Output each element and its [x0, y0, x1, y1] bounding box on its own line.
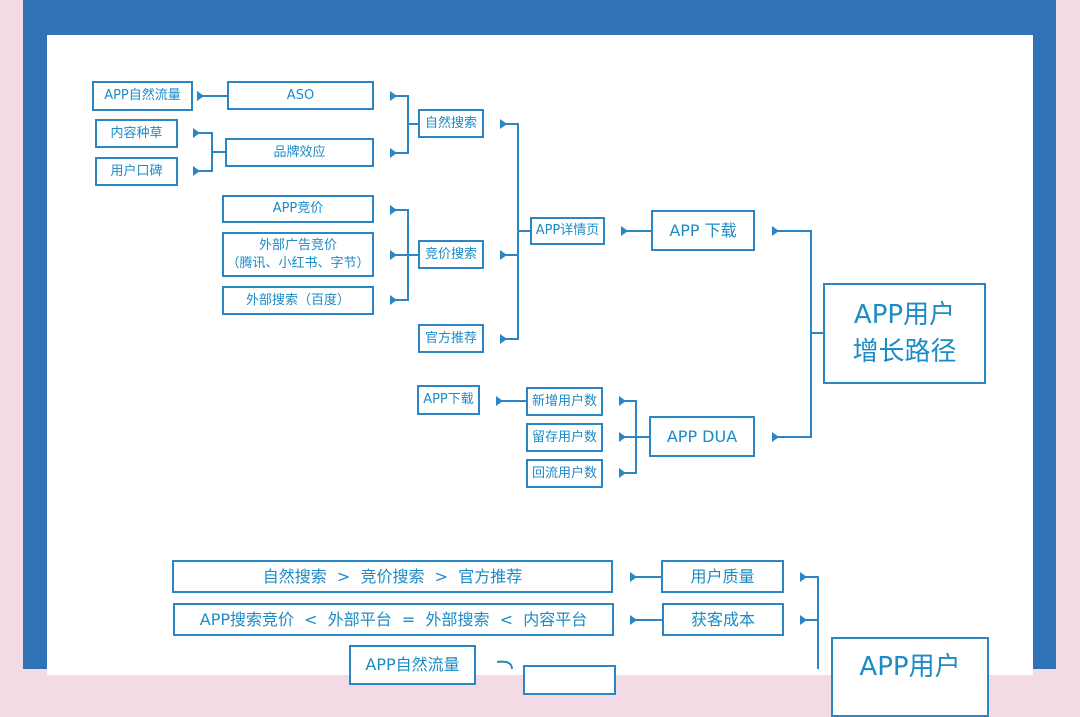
arrow-icon	[800, 572, 807, 582]
arrow-icon	[630, 572, 637, 582]
node-user-quality: 用户质量	[661, 560, 784, 593]
arrow-icon	[500, 250, 507, 260]
curved-connector	[496, 660, 513, 669]
node-quality-ranking: 自然搜索 > 竞价搜索 > 官方推荐	[172, 560, 613, 593]
arrow-icon	[619, 396, 626, 406]
bracket-connector	[500, 123, 530, 340]
node-app-download-small: APP下载	[417, 385, 480, 415]
arrow-icon	[630, 615, 637, 625]
node-bid-search: 竞价搜索	[418, 240, 484, 269]
node-partial	[523, 665, 616, 695]
node-note: （腾讯、小红书、字节）	[226, 255, 370, 271]
arrow-icon	[193, 128, 200, 138]
node-app-dua: APP DUA	[649, 416, 755, 457]
node-app-bidding: APP竞价	[222, 195, 374, 223]
node-app-natural-traffic: APP自然流量	[92, 81, 193, 111]
arrow-icon	[390, 250, 397, 260]
node-cost-ranking: APP搜索竞价 < 外部平台 = 外部搜索 < 内容平台	[173, 603, 614, 636]
arrow-icon	[772, 432, 779, 442]
arrow-icon	[197, 91, 204, 101]
arrow-icon	[621, 226, 628, 236]
node-title-line1: APP用户	[853, 300, 956, 331]
arrow-icon	[500, 334, 507, 344]
arrow-icon	[193, 166, 200, 176]
node-app-download: APP 下载	[651, 210, 755, 251]
node-official-recommend: 官方推荐	[418, 324, 484, 353]
node-brand-effect: 品牌效应	[225, 138, 374, 167]
arrow-icon	[390, 205, 397, 215]
node-returning-users: 回流用户数	[526, 459, 603, 488]
bracket-connector	[193, 132, 225, 172]
node-retained-users: 留存用户数	[526, 423, 603, 452]
arrow-icon	[390, 148, 397, 158]
node-app-natural-traffic-2: APP自然流量	[349, 645, 476, 685]
arrow-icon	[500, 119, 507, 129]
node-app-detail-page: APP详情页	[530, 217, 605, 245]
node-aso: ASO	[227, 81, 374, 110]
node-label: 外部广告竞价	[258, 237, 337, 253]
node-external-ad-bidding: 外部广告竞价 （腾讯、小红书、字节）	[222, 232, 374, 277]
node-growth-path: APP用户 增长路径	[823, 283, 986, 384]
node-app-user: APP用户	[831, 637, 989, 717]
node-acquisition-cost: 获客成本	[662, 603, 784, 636]
arrow-icon	[800, 615, 807, 625]
node-content-seeding: 内容种草	[95, 119, 178, 148]
arrow-icon	[619, 432, 626, 442]
connector-lines	[193, 91, 823, 669]
arrow-icon	[390, 295, 397, 305]
node-external-search: 外部搜索（百度）	[222, 286, 374, 315]
node-new-users: 新增用户数	[526, 387, 603, 416]
node-natural-search: 自然搜索	[418, 109, 484, 138]
bracket-connector	[390, 95, 418, 154]
arrow-icon	[772, 226, 779, 236]
arrow-icon	[390, 91, 397, 101]
arrow-icon	[496, 396, 503, 406]
bracket-connector	[772, 230, 823, 438]
arrow-icon	[619, 468, 626, 478]
node-user-word-of-mouth: 用户口碑	[95, 157, 178, 186]
node-title-line2: 增长路径	[852, 336, 957, 367]
